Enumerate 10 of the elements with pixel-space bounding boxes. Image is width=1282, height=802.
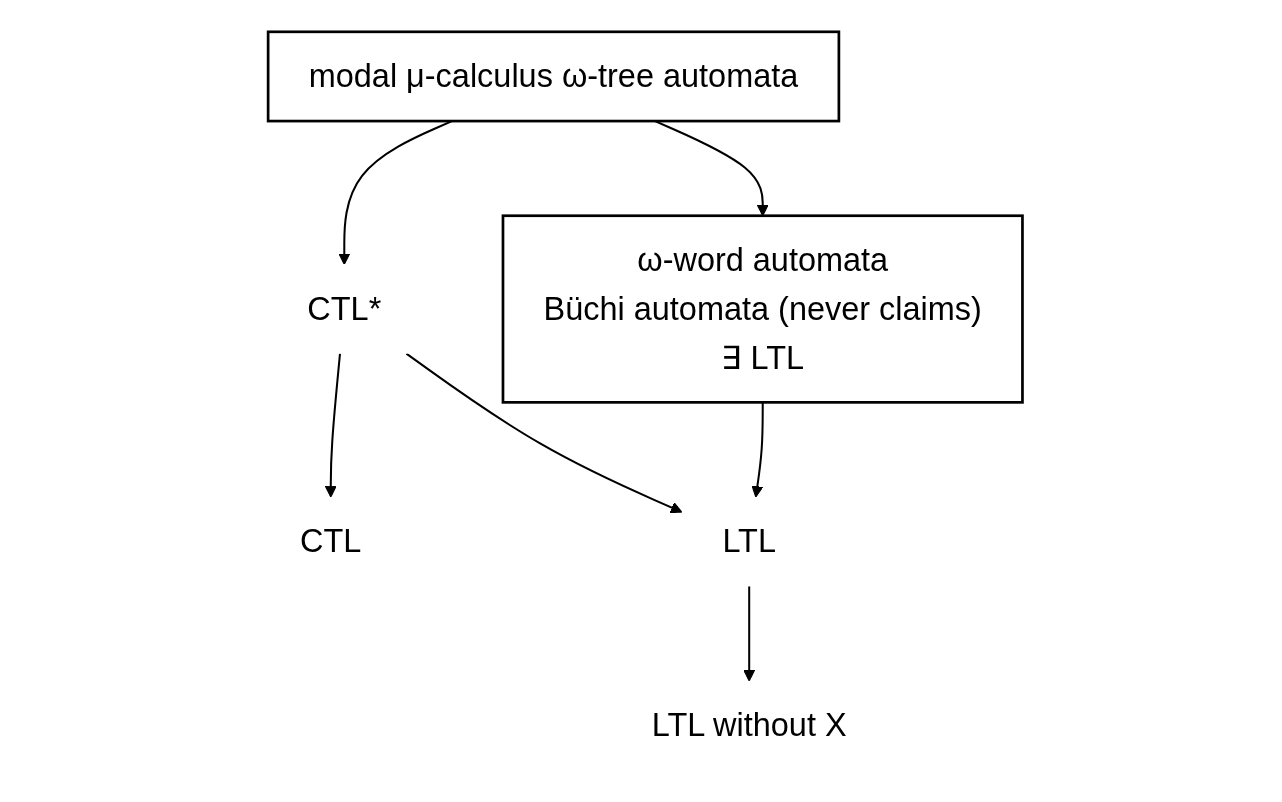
node-box: ω-word automata Büchi automata (never claims) ∃ LTL xyxy=(501,214,1024,404)
arrow xyxy=(405,352,683,514)
arrow xyxy=(751,402,764,498)
arrow xyxy=(324,353,341,498)
node-text: LTL without X xyxy=(651,706,847,744)
node-box: modal μ-calculus ω-tree automata xyxy=(266,30,841,123)
node-text: CTL xyxy=(300,522,362,560)
node-text: CTL* xyxy=(307,290,382,327)
arrow xyxy=(743,586,756,682)
node-text: LTL xyxy=(722,522,776,560)
